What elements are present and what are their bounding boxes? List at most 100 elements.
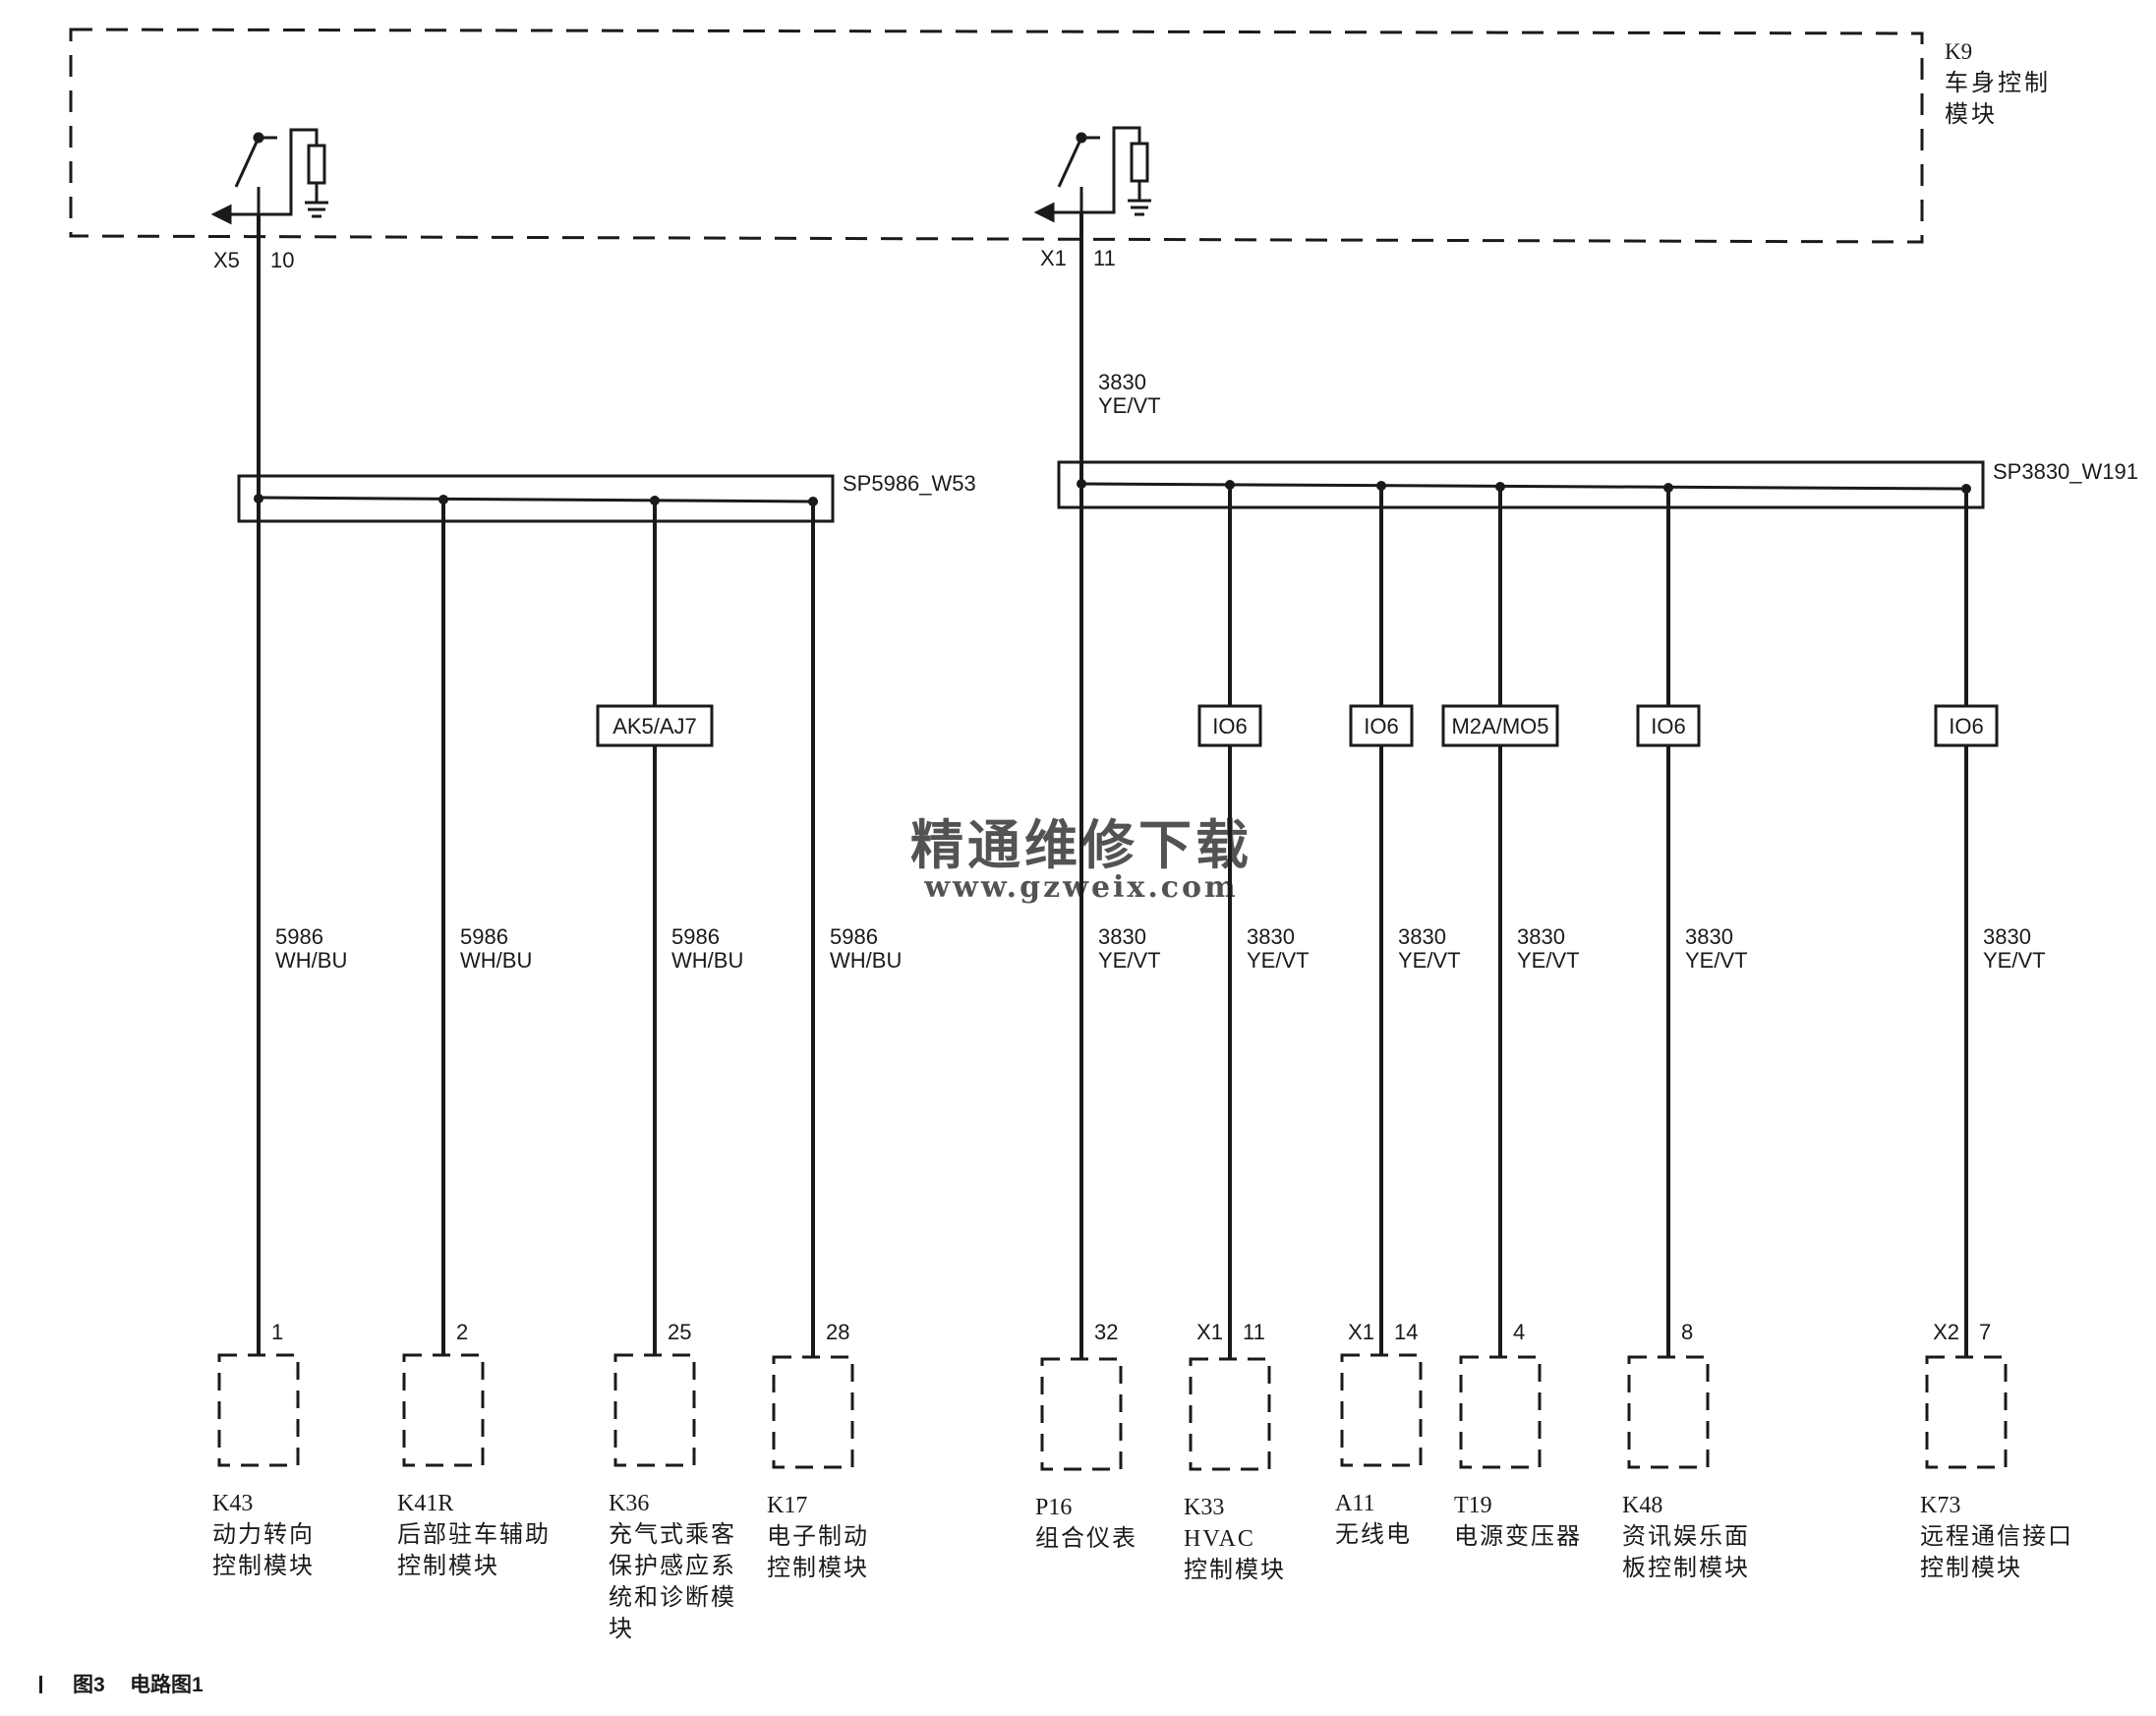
option-tag-label-6: IO6 [1212,714,1247,739]
component-ref-6: K33 [1184,1495,1224,1520]
option-tag-3 [596,704,714,747]
branch-circuits: 5986WH/BU1K43动力转向控制模块5986WH/BU2K41R后部驻车辅… [212,479,2073,1642]
branch-color-1: WH/BU [275,948,347,973]
component-name-6-2: 控制模块 [1184,1557,1286,1583]
option-tag-label-10: IO6 [1949,714,1983,739]
component-ref-3: K36 [609,1491,649,1516]
branch-color-9: YE/VT [1685,948,1748,973]
component-name-4-2: 控制模块 [767,1555,869,1581]
component-box-1 [217,1353,300,1467]
component-name-3-4: 块 [609,1616,634,1642]
branch-circuit-7: 3830 [1398,924,1446,949]
right-feed-color: YE/VT [1098,393,1161,418]
component-ref-2: K41R [397,1491,453,1516]
option-tag-label-7: IO6 [1364,714,1398,739]
branch-color-2: WH/BU [460,948,532,973]
branch-connector-6: X1 [1196,1320,1223,1344]
caption-marker [39,1676,42,1693]
branch-connector-10: X2 [1933,1320,1959,1344]
option-tag-label-8: M2A/MO5 [1451,714,1548,739]
splice-tap-4 [808,497,818,506]
splice-left [237,474,835,523]
caption-title: 电路图1 [130,1673,204,1696]
option-tag-8 [1441,704,1559,747]
branch-color-6: YE/VT [1247,948,1310,973]
option-tag-label-3: AK5/AJ7 [612,714,697,739]
branch-pin-10: 7 [1979,1320,1991,1344]
module-id: K9 [1945,39,1972,64]
splice-left-label: SP5986_W53 [843,471,976,496]
component-name-1-2: 控制模块 [212,1553,315,1579]
branch-color-7: YE/VT [1398,948,1461,973]
component-name-3-3: 统和诊断模 [609,1584,736,1611]
component-ref-7: A11 [1335,1491,1374,1516]
watermark-title: 精通维修下载 [910,813,1253,876]
component-name-5-1: 组合仪表 [1035,1525,1137,1552]
branch-circuit-1: 5986 [275,924,323,949]
component-ref-5: P16 [1035,1495,1072,1520]
component-box-10 [1925,1355,2008,1469]
component-name-10-2: 控制模块 [1920,1555,2022,1581]
option-tag-7 [1349,704,1414,747]
splice-tap-5 [1077,479,1086,489]
branch-circuit-5: 3830 [1098,924,1146,949]
splice-tap-3 [650,496,660,505]
branch-circuit-3: 5986 [671,924,720,949]
right-output-pin: 11 [1093,246,1116,270]
switch-symbol-left [210,128,328,225]
branch-circuit-10: 3830 [1983,924,2031,949]
splice-right [1057,460,1985,509]
branch-pin-2: 2 [456,1320,468,1344]
right-feed-circuit: 3830 [1098,370,1146,394]
branch-pin-5: 32 [1094,1320,1118,1344]
branch-pin-3: 25 [668,1320,691,1344]
option-tag-10 [1934,704,1999,747]
component-box-9 [1627,1355,1710,1469]
component-ref-9: K48 [1622,1493,1662,1518]
component-box-8 [1459,1355,1542,1469]
module-enclosure [69,28,1924,244]
component-name-3-1: 充气式乘客 [609,1521,736,1548]
splice-tap-6 [1225,480,1235,490]
right-output-connector: X1 [1040,246,1067,270]
component-ref-8: T19 [1454,1493,1492,1518]
component-box-4 [772,1355,854,1469]
component-name-2-1: 后部驻车辅助 [397,1521,551,1548]
module-name-line1: 车身控制 [1945,70,2051,96]
branch-pin-8: 4 [1513,1320,1525,1344]
component-name-2-2: 控制模块 [397,1553,499,1579]
branch-pin-7: 14 [1394,1320,1418,1344]
splice-tap-8 [1495,482,1505,492]
branch-circuit-9: 3830 [1685,924,1733,949]
component-box-6 [1189,1357,1271,1471]
component-box-7 [1340,1353,1423,1467]
branch-pin-9: 8 [1681,1320,1693,1344]
left-output-pin: 10 [270,248,294,272]
branch-circuit-4: 5986 [830,924,878,949]
component-name-3-2: 保护感应系 [609,1553,736,1579]
component-box-3 [613,1353,696,1467]
branch-circuit-8: 3830 [1517,924,1565,949]
component-ref-4: K17 [767,1493,807,1518]
splice-tap-7 [1376,481,1386,491]
option-tag-9 [1636,704,1701,747]
component-name-10-1: 远程通信接口 [1920,1523,2073,1550]
component-box-5 [1040,1357,1123,1471]
branch-circuit-6: 3830 [1247,924,1295,949]
branch-color-3: WH/BU [671,948,743,973]
left-output-connector: X5 [213,248,240,272]
component-name-8-1: 电源变压器 [1454,1523,1582,1550]
splice-tap-9 [1663,483,1673,493]
branch-color-8: YE/VT [1517,948,1580,973]
component-ref-1: K43 [212,1491,253,1516]
component-name-9-2: 板控制模块 [1622,1555,1750,1581]
option-tag-6 [1197,704,1262,747]
component-name-4-1: 电子制动 [767,1523,869,1550]
option-tag-label-9: IO6 [1651,714,1685,739]
branch-pin-4: 28 [826,1320,849,1344]
component-name-9-1: 资讯娱乐面 [1622,1523,1750,1550]
splice-right-label: SP3830_W191 [1993,459,2138,484]
watermark-url: www.gzweix.com [923,870,1239,905]
branch-pin-6: 11 [1243,1320,1265,1344]
